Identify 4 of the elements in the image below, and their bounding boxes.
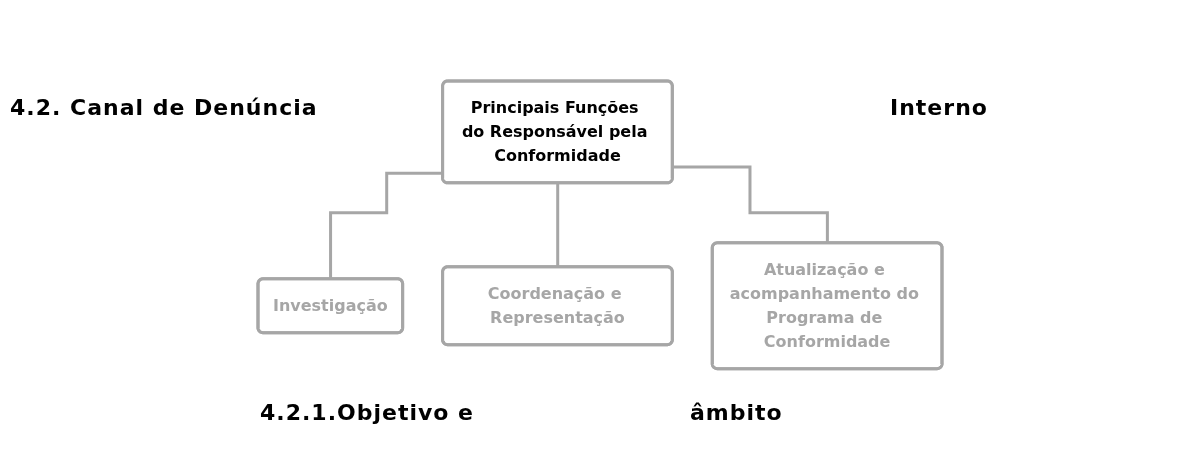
section-heading: Interno xyxy=(890,95,988,120)
section-heading: âmbito xyxy=(690,400,783,425)
section-heading: 4.2. Canal de Denúncia xyxy=(10,95,318,120)
section-heading: 4.2.1.Objetivo e xyxy=(260,400,474,425)
